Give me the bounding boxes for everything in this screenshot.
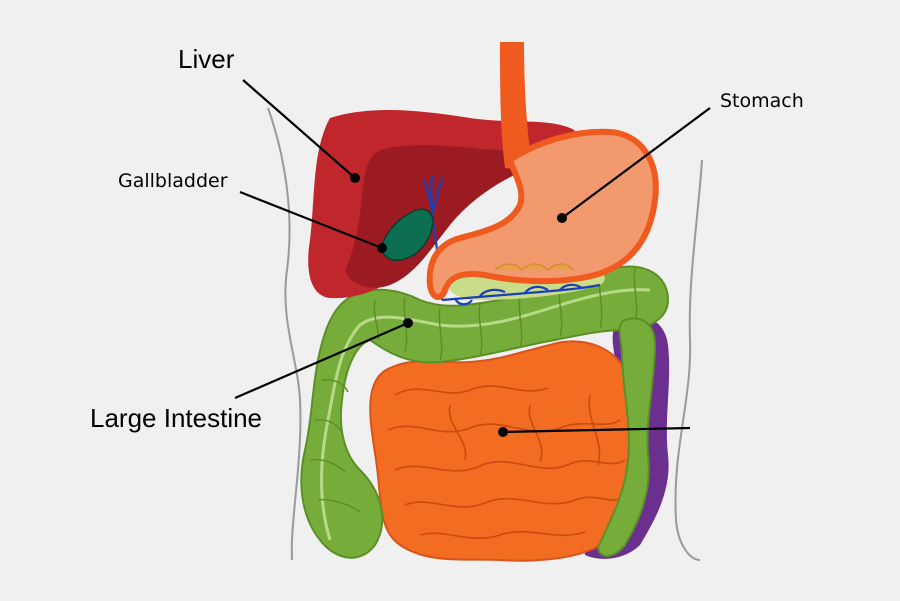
stomach-pointer-line <box>561 107 711 219</box>
large-intestine-label: Large Intestine <box>90 403 263 433</box>
large-intestine-taenia <box>320 288 651 541</box>
gallbladder-pointer-dot <box>377 243 387 253</box>
large-intestine-haustra <box>309 267 638 513</box>
small-intestine <box>369 340 636 562</box>
liver-pointer-dot <box>350 173 360 183</box>
stomach-pointer-dot <box>557 213 567 223</box>
gallbladder-label: Gallbladder <box>118 170 228 192</box>
large-intestine-pointer-line <box>234 321 409 400</box>
stomach <box>426 128 659 300</box>
torso-outline-left <box>267 107 302 561</box>
gallbladder-pointer-line <box>239 190 383 250</box>
large-intestine-pointer-dot <box>403 318 413 328</box>
liver-label: Liver <box>178 44 235 74</box>
descending-colon-green <box>596 317 657 557</box>
torso-outline-right <box>674 159 703 561</box>
bile-ducts <box>422 174 601 306</box>
stomach-rugae <box>494 263 575 272</box>
liver-pointer-line <box>242 79 356 179</box>
pointer-lines <box>234 79 711 434</box>
gallbladder <box>381 208 434 261</box>
stomach-label: Stomach <box>720 90 804 112</box>
pointer-dots <box>350 173 567 437</box>
esophagus <box>500 42 530 169</box>
small-intestine-pointer-line <box>502 426 691 434</box>
small-intestine-pointer-dot <box>498 427 508 437</box>
